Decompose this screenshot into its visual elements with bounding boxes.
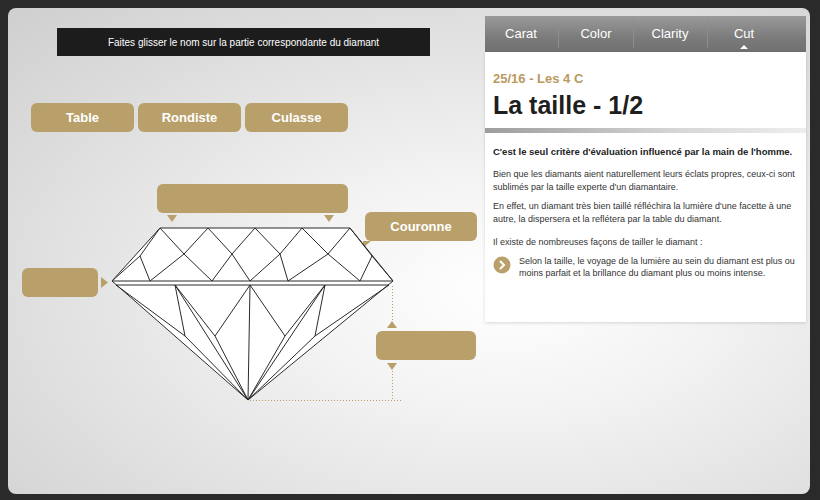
current-tab-marker — [740, 45, 748, 49]
tab-label: Carat — [505, 26, 537, 41]
panel-lead: C'est le seul critère d'évaluation influ… — [493, 145, 796, 158]
instruction-text: Faites glisser le nom sur la partie corr… — [108, 37, 379, 48]
drag-label-button: Culasse — [245, 103, 348, 132]
panel-paragraph: Bien que les diamants aient naturellemen… — [493, 168, 796, 193]
panel-paragraph: Il existe de nombreuses façons de taille… — [493, 236, 796, 249]
info-panel: 25/16 - Les 4 C La taille - 1/2C'est le s… — [485, 52, 806, 290]
instruction-band: Faites glisser le nom sur la partie corr… — [57, 28, 430, 56]
drag-label-button: Rondiste — [138, 103, 241, 132]
panel-kicker: 25/16 - Les 4 C — [493, 71, 796, 87]
button-label: Table — [66, 110, 99, 125]
title-underline-bar — [485, 128, 806, 133]
placed-label-box: Couronne — [365, 212, 477, 241]
panel-paragraph: En effet, un diamant très bien taillé ré… — [493, 200, 796, 225]
button-label: Culasse — [272, 110, 322, 125]
panel-title: La taille - 1/2 — [493, 91, 796, 119]
tab-separators — [559, 20, 708, 48]
bullet-icon — [493, 256, 511, 274]
button-label: Rondiste — [162, 110, 218, 125]
diamond-drawing — [112, 228, 393, 400]
tab-label: Color — [580, 26, 611, 41]
tab-label: Cut — [734, 26, 754, 41]
bullet-text: Selon la taille, le voyage de la lumière… — [493, 255, 796, 280]
drag-label-button: Table — [31, 103, 134, 132]
button-label: Couronne — [390, 219, 451, 234]
tab-label: Clarity — [652, 26, 689, 41]
